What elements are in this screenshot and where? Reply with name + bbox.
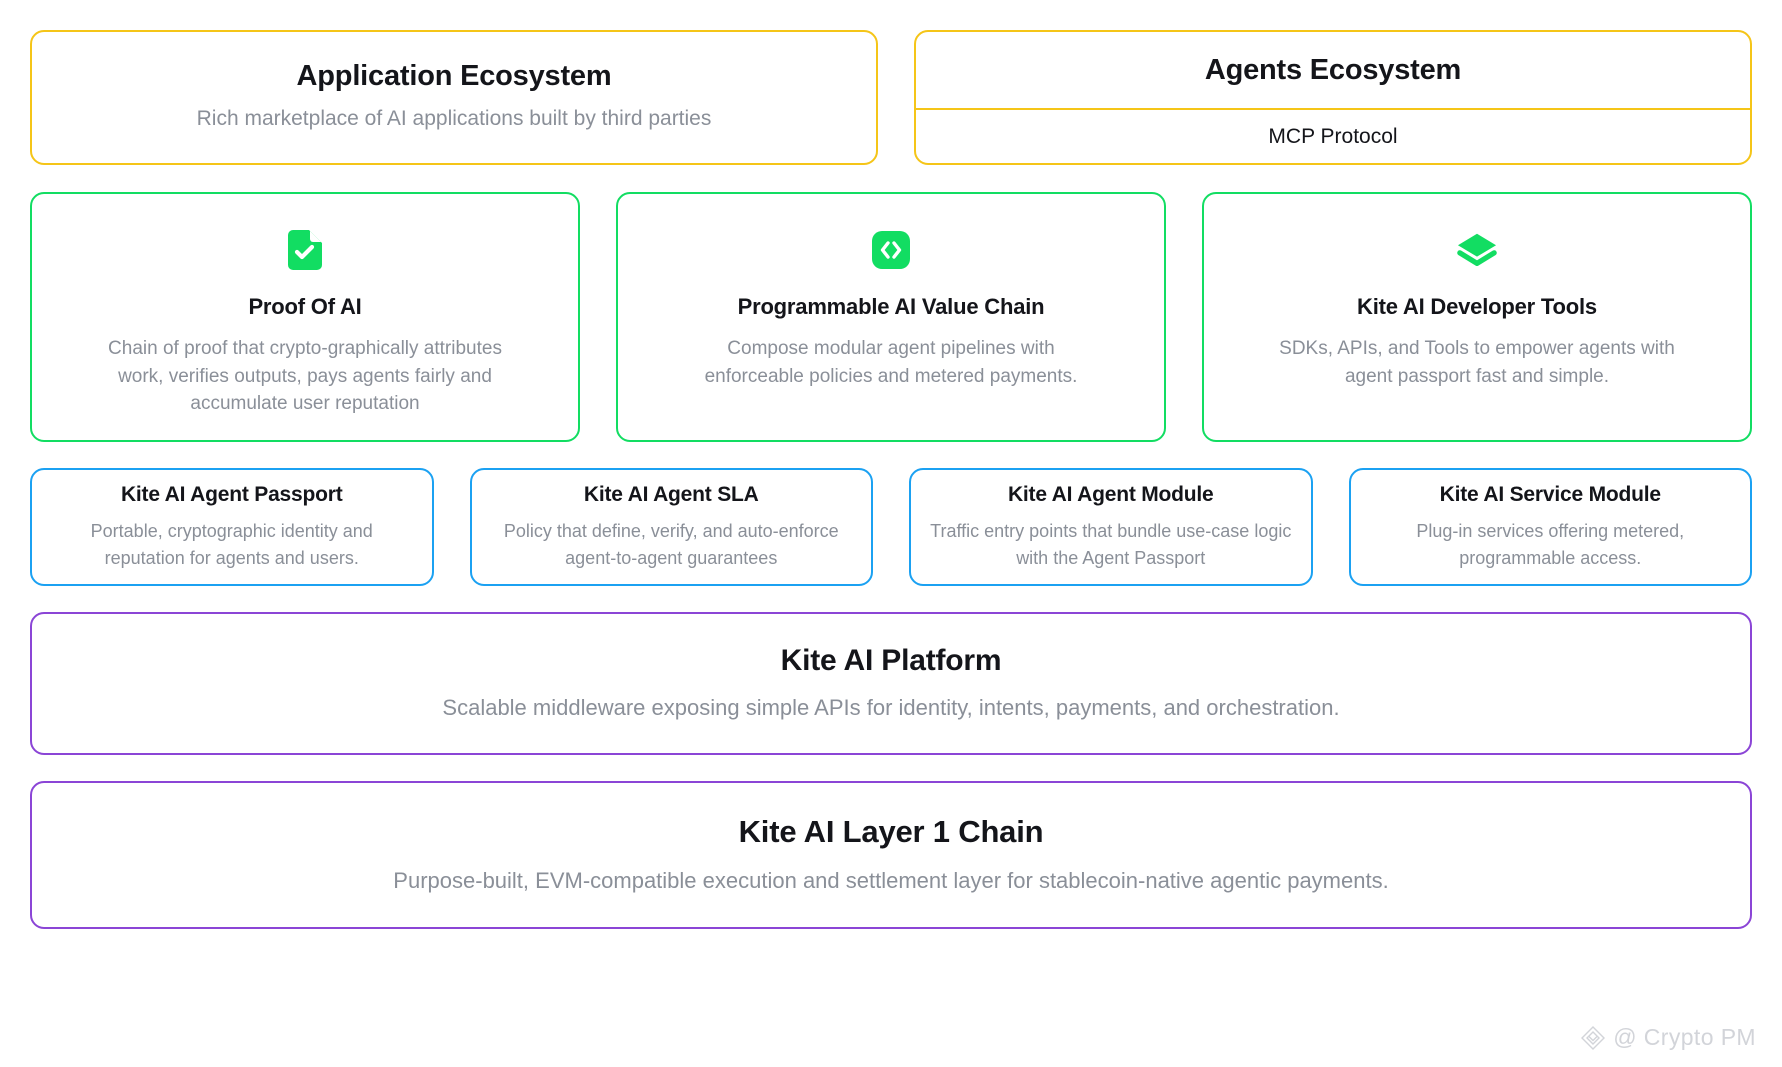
layer1-chain-desc: Purpose-built, EVM-compatible execution … xyxy=(393,867,1389,893)
pillar-desc: Compose modular agent pipelines with enf… xyxy=(704,338,1078,387)
module-card-service-module[interactable]: Kite AI Service Module Plug-in services … xyxy=(1348,468,1752,586)
module-desc: Portable, cryptographic identity and rep… xyxy=(90,521,373,568)
pillar-desc: SDKs, APIs, and Tools to empower agents … xyxy=(1279,338,1675,387)
agents-ecosystem-card[interactable]: Agents Ecosystem MCP Protocol xyxy=(914,30,1752,165)
pillar-title: Programmable AI Value Chain xyxy=(737,294,1045,319)
module-desc: Plug-in services offering metered, progr… xyxy=(1416,521,1685,568)
module-title: Kite AI Agent SLA xyxy=(583,483,759,507)
pillar-desc: Chain of proof that crypto-graphically a… xyxy=(108,338,502,415)
application-ecosystem-title: Application Ecosystem xyxy=(296,60,612,93)
module-desc: Policy that define, verify, and auto-enf… xyxy=(503,521,839,568)
agents-ecosystem-header: Agents Ecosystem xyxy=(916,32,1750,110)
pillar-card-proof-of-ai[interactable]: Proof Of AI Chain of proof that crypto-g… xyxy=(30,192,580,442)
module-card-agent-module[interactable]: Kite AI Agent Module Traffic entry point… xyxy=(909,468,1313,586)
platform-desc: Scalable middleware exposing simple APIs… xyxy=(442,694,1340,720)
application-ecosystem-card[interactable]: Application Ecosystem Rich marketplace o… xyxy=(30,30,878,165)
module-title: Kite AI Service Module xyxy=(1439,483,1661,507)
module-title: Kite AI Agent Passport xyxy=(120,483,343,507)
ecosystem-row: Application Ecosystem Rich marketplace o… xyxy=(30,30,1752,165)
mcp-protocol-label: MCP Protocol xyxy=(1268,124,1398,148)
module-desc: Traffic entry points that bundle use-cas… xyxy=(930,521,1292,568)
platform-band[interactable]: Kite AI Platform Scalable middleware exp… xyxy=(30,612,1752,755)
layers-stack-icon xyxy=(1457,230,1497,270)
platform-title: Kite AI Platform xyxy=(780,643,1002,677)
pillar-row: Proof Of AI Chain of proof that crypto-g… xyxy=(30,192,1752,442)
module-card-agent-sla[interactable]: Kite AI Agent SLA Policy that define, ve… xyxy=(469,468,873,586)
watermark-handle: @ Crypto PM xyxy=(1613,1024,1756,1050)
agents-ecosystem-title: Agents Ecosystem xyxy=(1204,53,1462,86)
pillar-title: Kite AI Developer Tools xyxy=(1357,294,1597,319)
pillar-card-kite-ai-developer-tools[interactable]: Kite AI Developer Tools SDKs, APIs, and … xyxy=(1202,192,1752,442)
watermark: @ Crypto PM xyxy=(1580,1024,1756,1051)
module-title: Kite AI Agent Module xyxy=(1007,483,1214,507)
application-ecosystem-desc: Rich marketplace of AI applications buil… xyxy=(196,107,712,131)
layer1-chain-band[interactable]: Kite AI Layer 1 Chain Purpose-built, EVM… xyxy=(30,781,1752,929)
module-row: Kite AI Agent Passport Portable, cryptog… xyxy=(30,468,1752,586)
mcp-protocol-section[interactable]: MCP Protocol xyxy=(916,110,1750,163)
module-card-agent-passport[interactable]: Kite AI Agent Passport Portable, cryptog… xyxy=(30,468,434,586)
diamond-logo-icon xyxy=(1580,1025,1606,1051)
pillar-title: Proof Of AI xyxy=(248,294,362,319)
document-check-icon xyxy=(285,230,325,270)
pillar-card-programmable-ai-value-chain[interactable]: Programmable AI Value Chain Compose modu… xyxy=(616,192,1166,442)
code-brackets-icon xyxy=(871,230,911,270)
layer1-chain-title: Kite AI Layer 1 Chain xyxy=(738,813,1044,849)
